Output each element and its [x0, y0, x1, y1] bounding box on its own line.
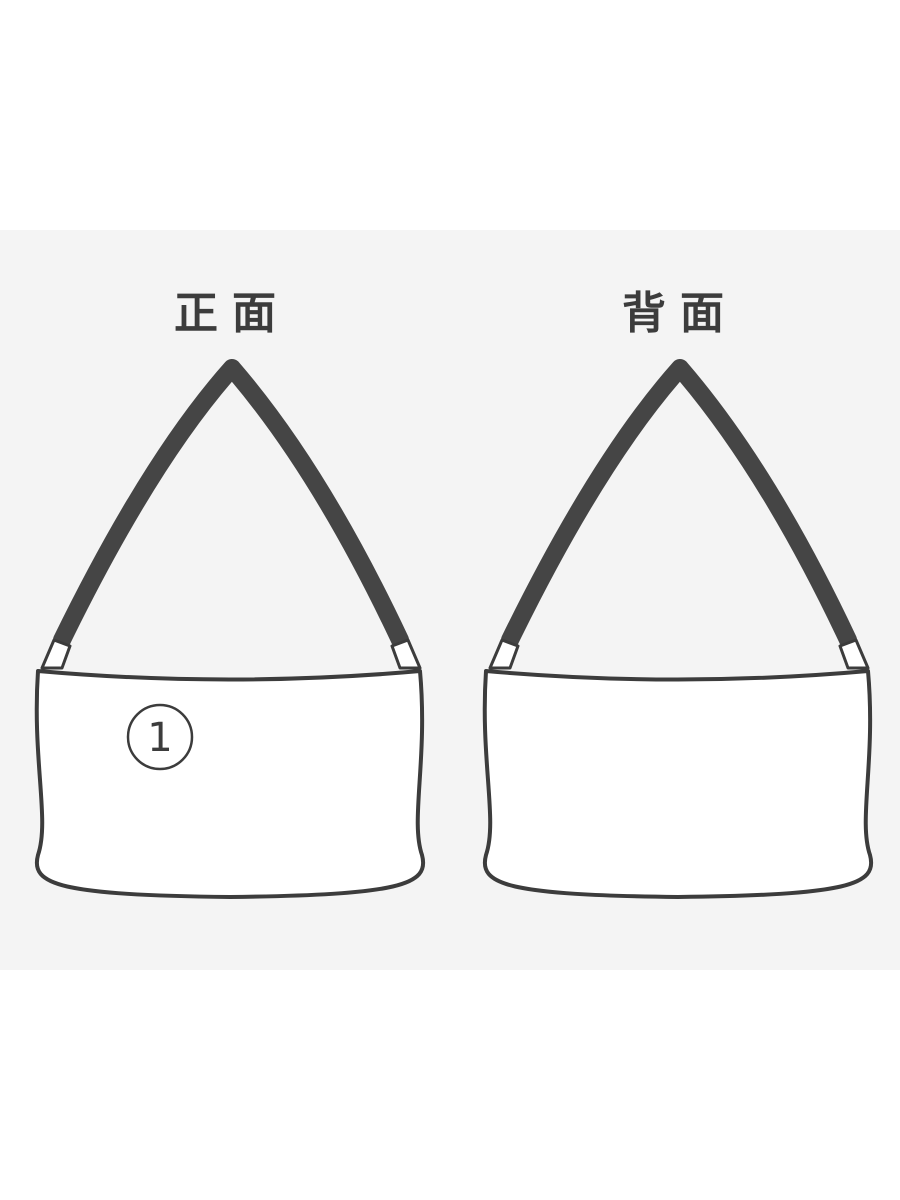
front-bag-marker: 1 [126, 703, 194, 771]
back-bag-right-connector [838, 638, 870, 670]
front-bag-body [34, 669, 426, 899]
front-bag: 1 [34, 359, 426, 899]
back-bag-left-connector [488, 638, 520, 670]
front-bag-strap [53, 359, 409, 649]
front-bag-left-connector [40, 638, 72, 670]
back-bag-strap [501, 359, 857, 649]
back-bag-body [482, 669, 874, 899]
marker-number: 1 [147, 715, 172, 761]
front-view-label: 正面 [174, 288, 290, 339]
back-view-label: 背面 [622, 288, 738, 339]
back-bag [482, 359, 874, 899]
marker-circle [126, 703, 194, 771]
front-bag-right-connector [390, 638, 422, 670]
